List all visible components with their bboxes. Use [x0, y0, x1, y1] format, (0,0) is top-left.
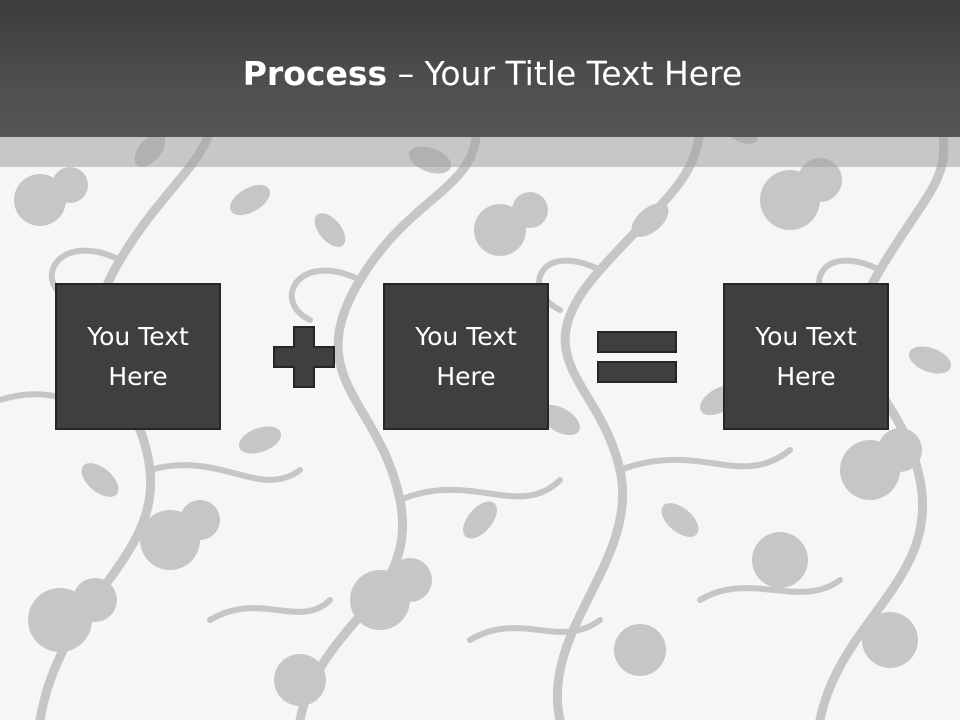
process-box-2[interactable]: You Text Here — [383, 283, 549, 430]
process-box-3-text: You Text Here — [755, 321, 857, 391]
plus-icon — [273, 326, 335, 388]
process-box-3[interactable]: You Text Here — [723, 283, 889, 430]
title-bar — [0, 0, 960, 137]
process-box-1[interactable]: You Text Here — [55, 283, 221, 430]
slide-title[interactable]: Process – Your Title Text Here — [0, 52, 960, 96]
process-box-2-text: You Text Here — [415, 321, 517, 391]
slide-title-bold: Process — [242, 54, 388, 93]
title-bar-band — [0, 137, 960, 167]
slide-title-dash: – — [387, 54, 425, 93]
equals-icon — [597, 331, 677, 383]
process-box-1-text: You Text Here — [87, 321, 189, 391]
slide-title-rest: Your Title Text Here — [424, 54, 743, 93]
